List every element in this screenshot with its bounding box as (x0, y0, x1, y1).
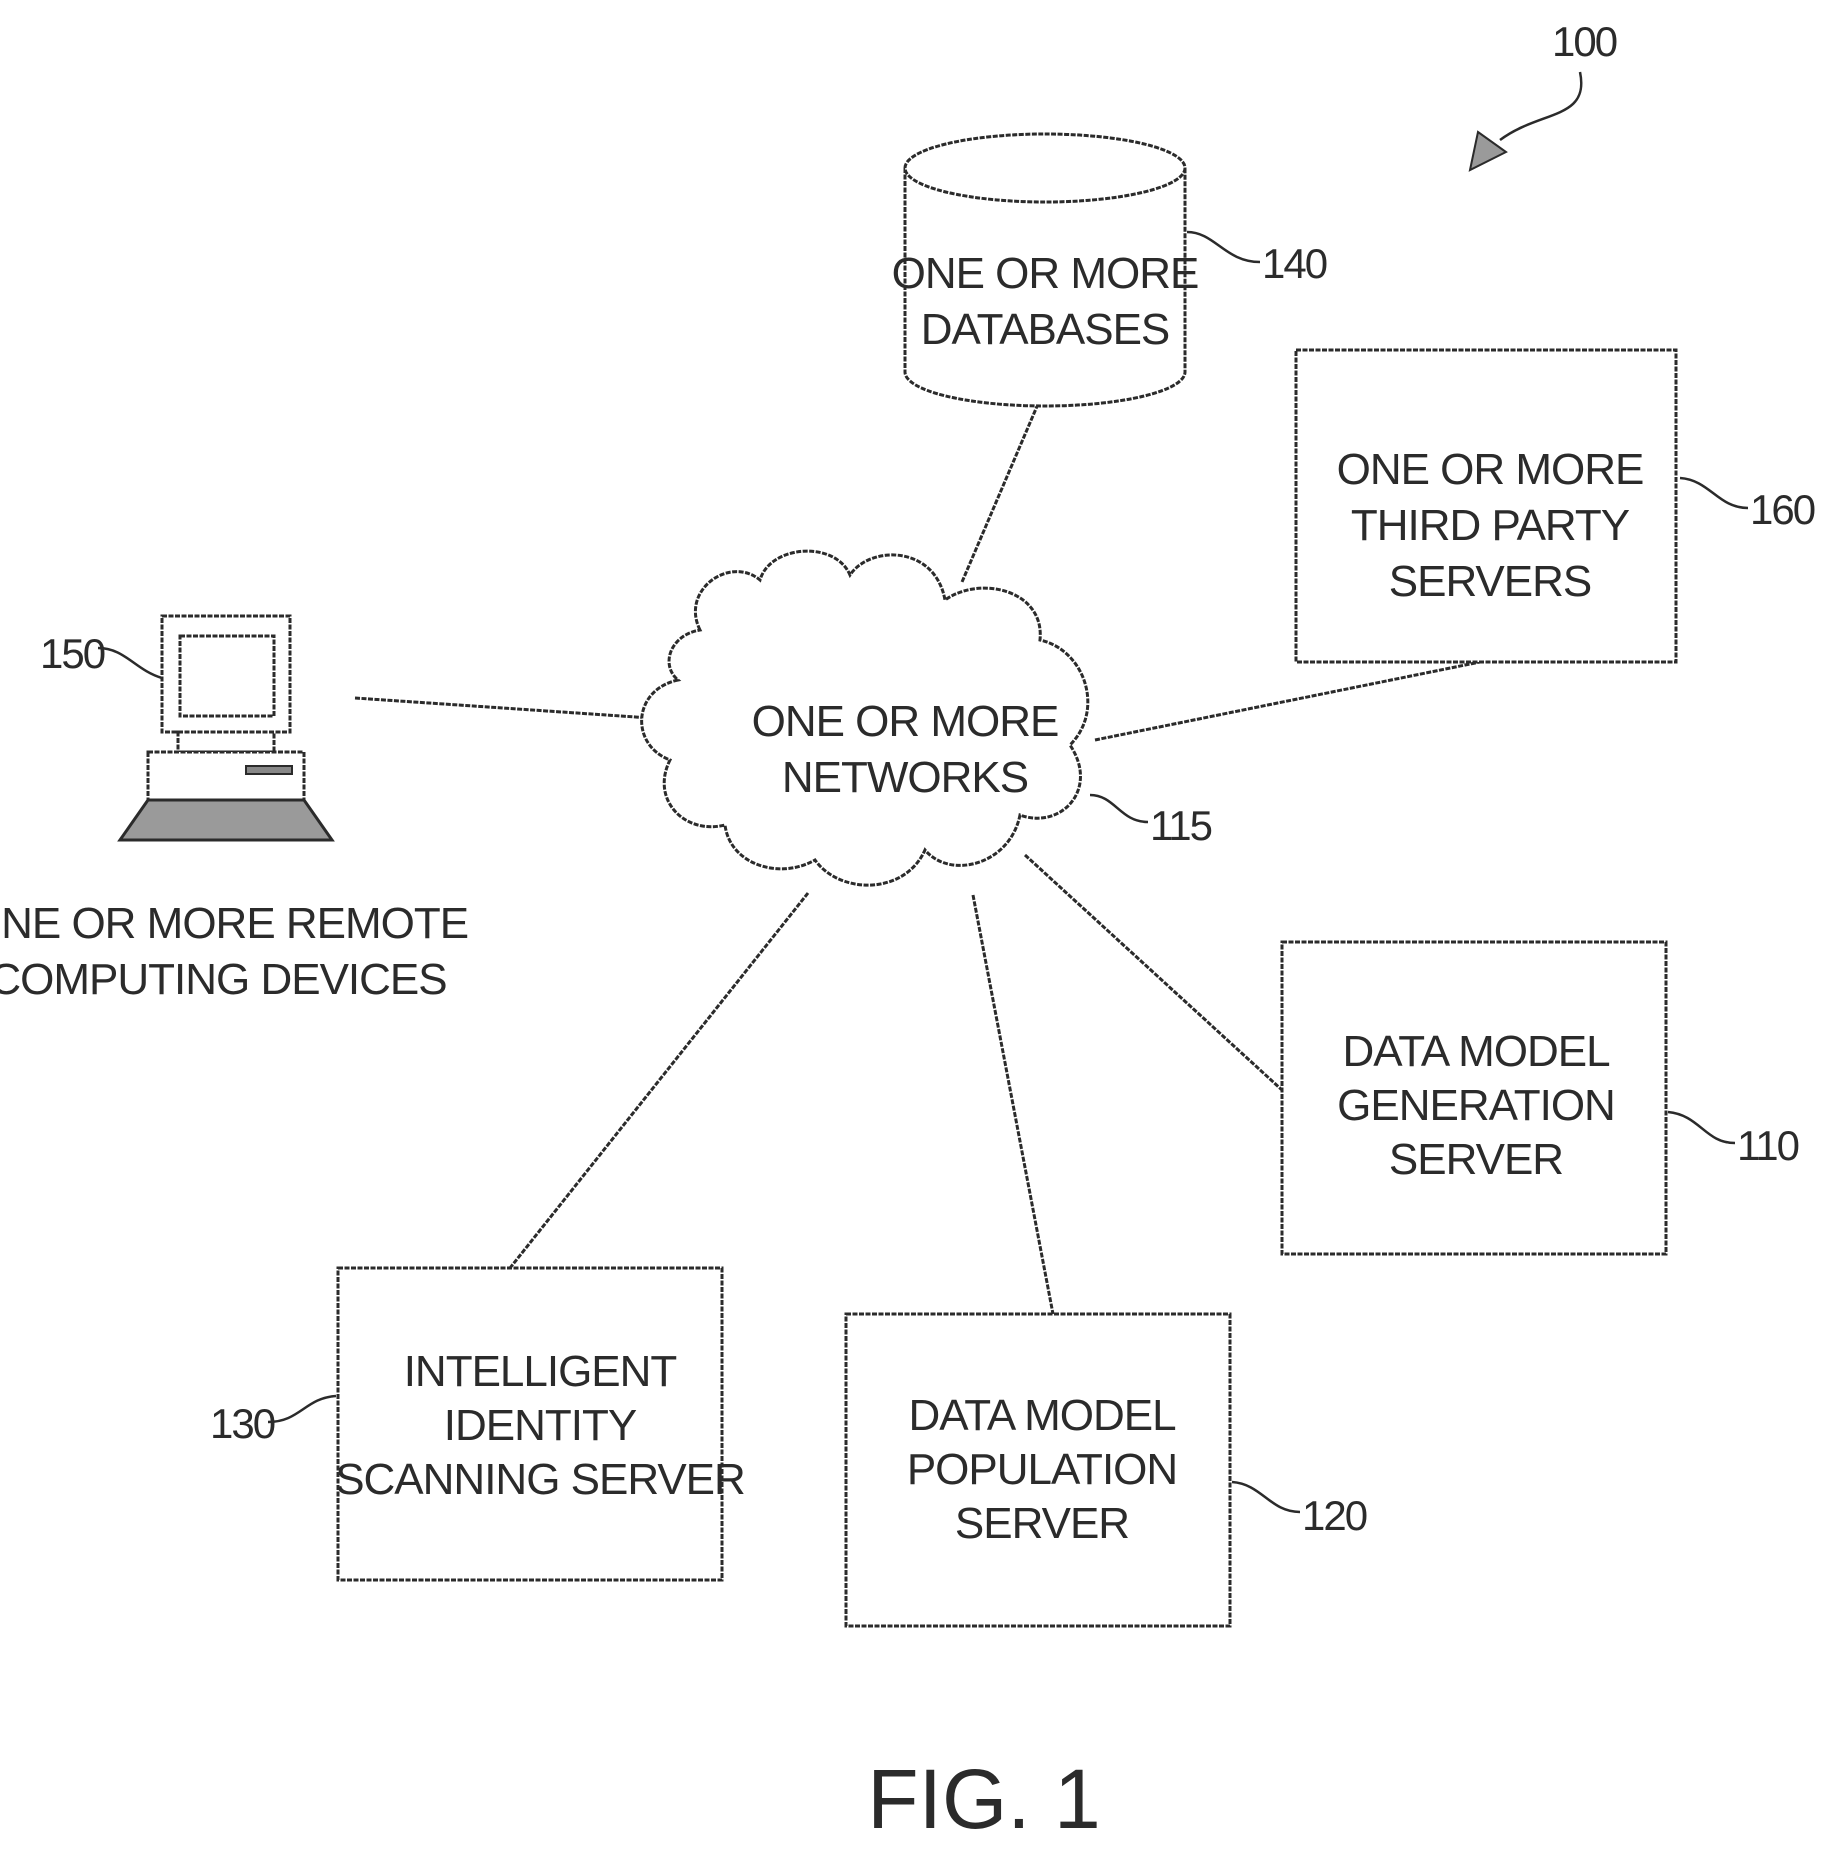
networks-label-1: ONE OR MORE (752, 697, 1059, 746)
population-label-2: POPULATION (907, 1445, 1177, 1494)
population-label-3: SERVER (955, 1499, 1129, 1548)
databases-label-1: ONE OR MORE (892, 249, 1199, 298)
link-third-party (1095, 662, 1480, 740)
remote-devices-leader (98, 648, 162, 678)
link-remote-devices (355, 698, 680, 720)
figure-ref-arrowhead (1470, 132, 1506, 170)
databases-ref: 140 (1262, 240, 1327, 287)
generation-label-2: GENERATION (1337, 1081, 1615, 1130)
generation-leader (1668, 1112, 1735, 1143)
link-generation (1025, 855, 1282, 1090)
third-party-label-1: ONE OR MORE (1337, 445, 1644, 494)
figure-ref-arrow (1500, 72, 1581, 140)
scanning-label-2: IDENTITY (444, 1401, 637, 1450)
third-party-label-2: THIRD PARTY (1351, 501, 1630, 550)
third-party-label-3: SERVERS (1389, 557, 1592, 606)
remote-devices-label-2: COMPUTING DEVICES (0, 955, 447, 1004)
link-population (973, 895, 1053, 1314)
database-cylinder: ONE OR MORE DATABASES (892, 134, 1199, 406)
generation-label-1: DATA MODEL (1342, 1027, 1610, 1076)
networks-ref: 115 (1150, 802, 1212, 849)
remote-devices-label-1: ONE OR MORE REMOTE (0, 899, 468, 948)
computer-icon (120, 616, 332, 840)
generation-ref: 110 (1737, 1122, 1799, 1169)
scanning-label-3: SCANNING SERVER (335, 1455, 745, 1504)
networks-leader (1090, 795, 1148, 822)
networks-label-2: NETWORKS (782, 753, 1028, 802)
databases-label-2: DATABASES (921, 305, 1170, 354)
scanning-leader (268, 1396, 336, 1422)
population-ref: 120 (1302, 1492, 1367, 1539)
population-label-1: DATA MODEL (908, 1391, 1176, 1440)
generation-label-3: SERVER (1389, 1135, 1563, 1184)
link-databases (962, 404, 1038, 582)
population-leader (1232, 1482, 1300, 1512)
third-party-ref: 160 (1750, 486, 1815, 533)
scanning-ref: 130 (210, 1400, 275, 1447)
figure-caption: FIG. 1 (867, 1752, 1100, 1846)
remote-devices-ref: 150 (40, 630, 105, 677)
link-scanning (510, 893, 808, 1268)
third-party-leader (1680, 478, 1748, 508)
figure-ref: 100 (1552, 18, 1617, 65)
scanning-label-1: INTELLIGENT (404, 1347, 677, 1396)
